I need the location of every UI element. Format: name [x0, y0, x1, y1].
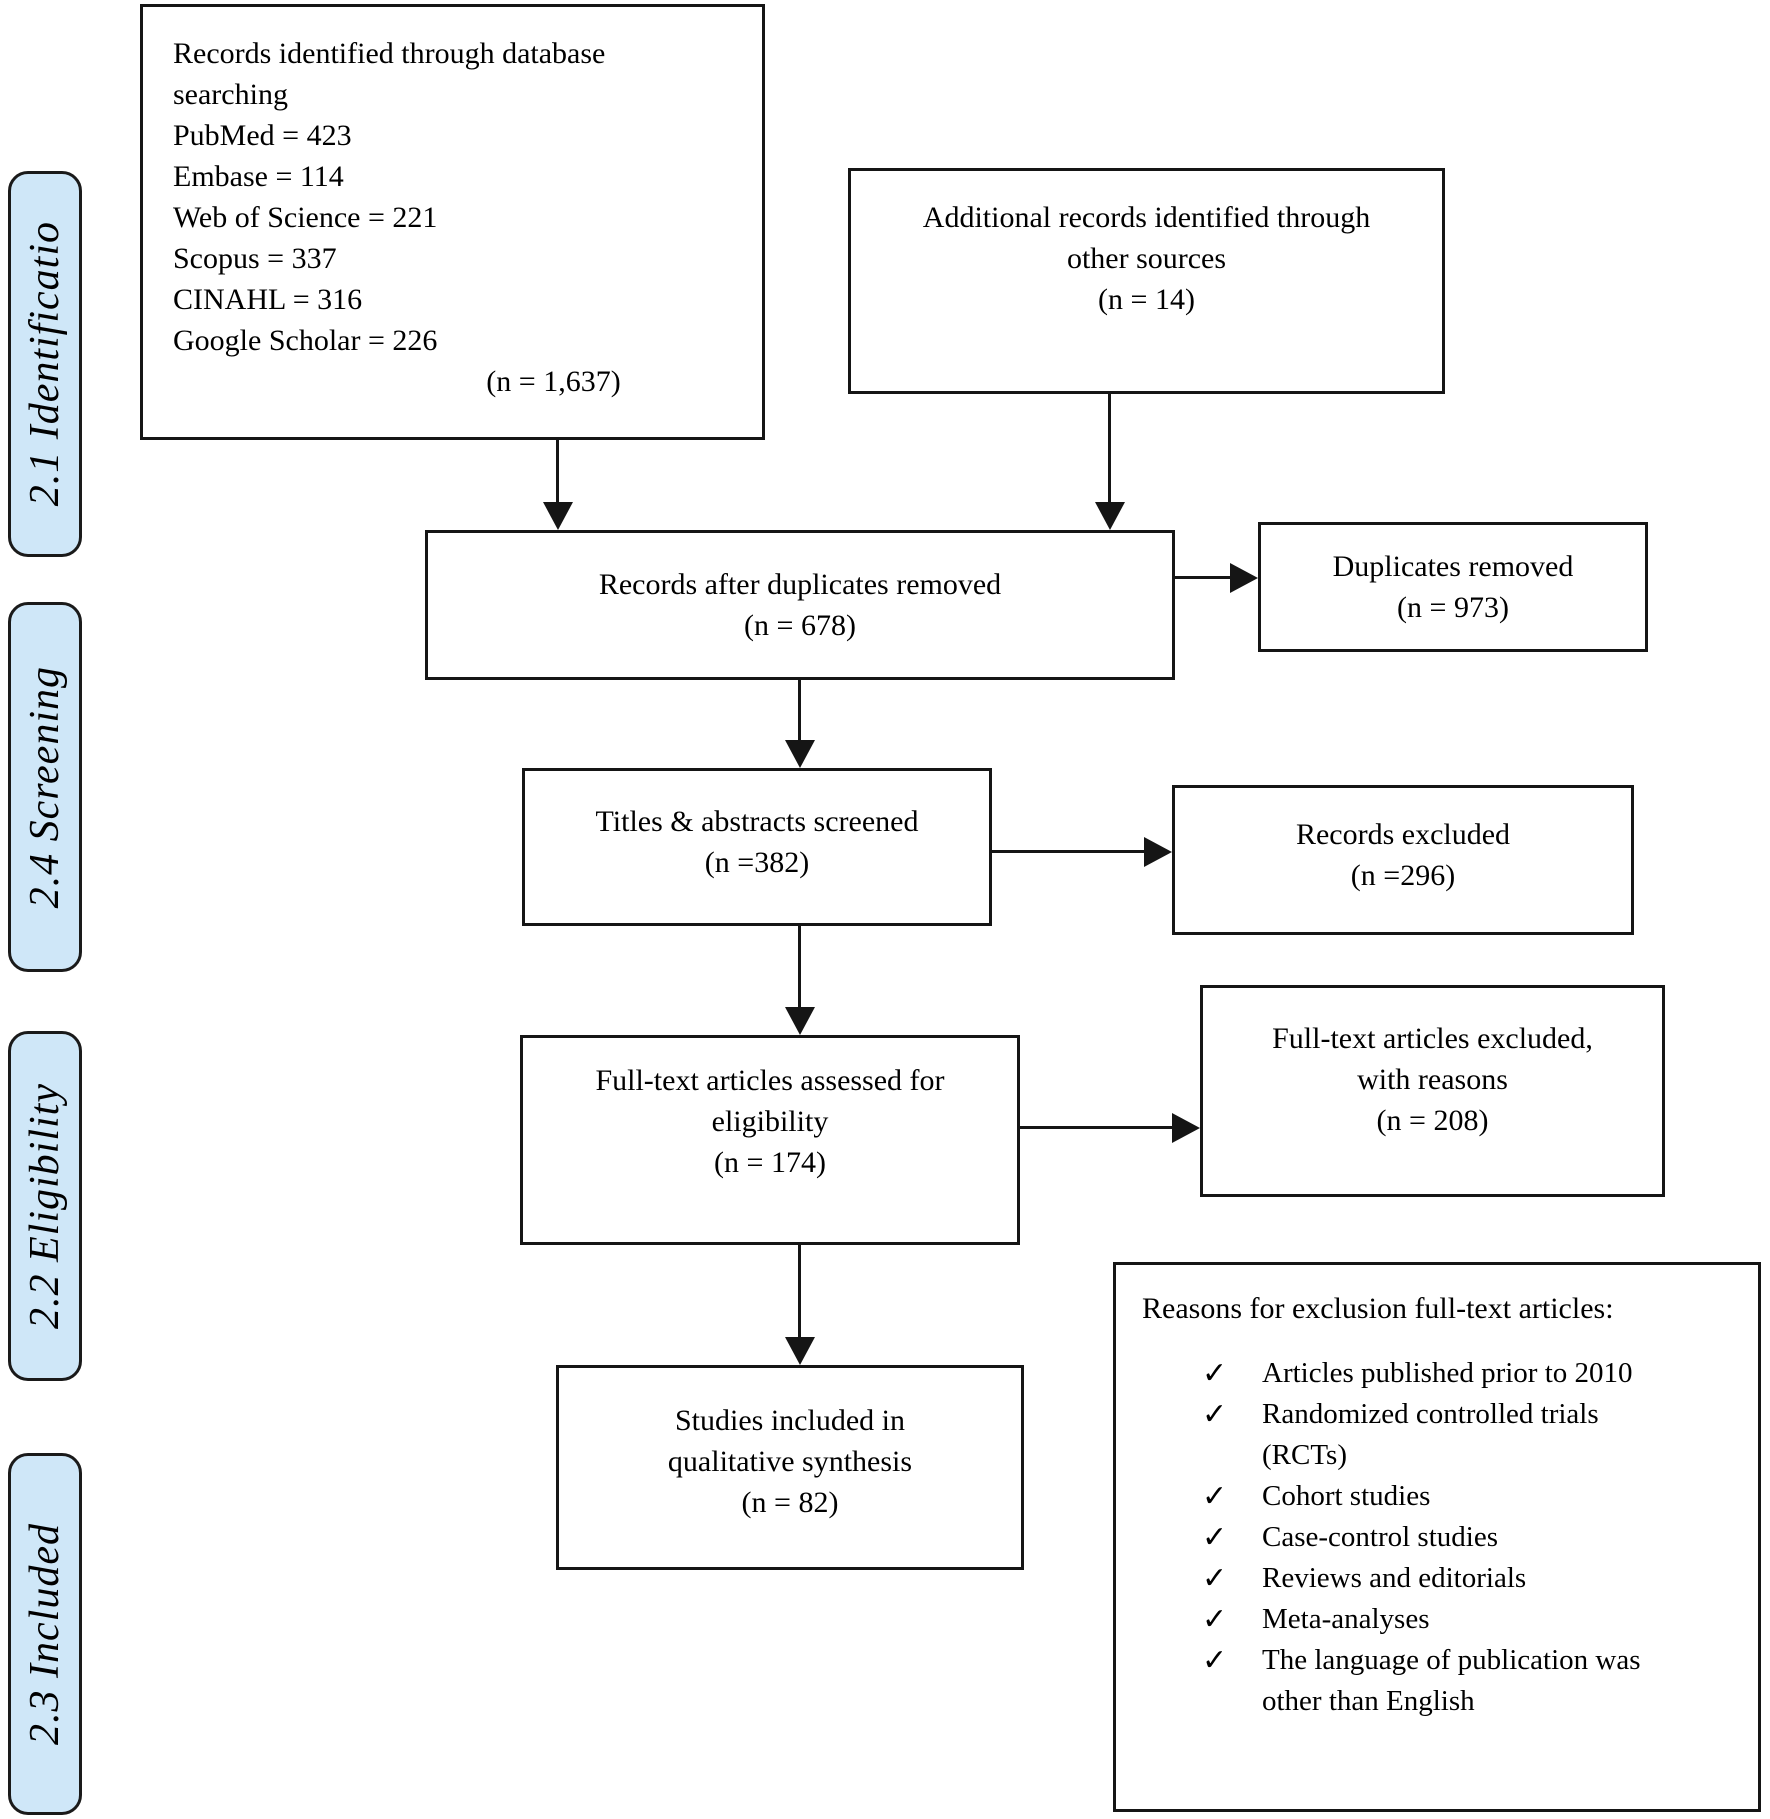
box-exclusion-reasons: Reasons for exclusion full-text articles… [1113, 1262, 1761, 1812]
source-count-cinahl: CINAHL = 316 [173, 283, 363, 316]
list-item: ✓ Case-control studies [1142, 1517, 1738, 1558]
titles-screened-text: Titles & abstracts screened [595, 805, 919, 838]
fulltext-assessed-line2: eligibility [711, 1105, 829, 1138]
check-icon: ✓ [1202, 1561, 1228, 1596]
check-icon: ✓ [1202, 1643, 1228, 1678]
source-count-web-of-science: Web of Science = 221 [173, 201, 438, 234]
reason-rct-line1: Randomized controlled trials [1262, 1398, 1599, 1430]
additional-records-count: (n = 14) [1098, 283, 1195, 316]
source-count-embase: Embase = 114 [173, 160, 344, 193]
exclusion-reasons-title: Reasons for exclusion full-text articles… [1142, 1292, 1614, 1325]
box-titles-screened: Titles & abstracts screened (n =382) [522, 768, 992, 926]
arrow-right-icon [1172, 1113, 1200, 1143]
arrow-down-icon [785, 1337, 815, 1365]
fulltext-excluded-count: (n = 208) [1376, 1104, 1489, 1137]
arrow-down-icon [785, 1007, 815, 1035]
fulltext-excluded-line1: Full-text articles excluded, [1272, 1022, 1593, 1055]
check-icon: ✓ [1202, 1520, 1228, 1555]
arrow-dedupe-to-screened-line [798, 680, 801, 740]
arrow-identified-to-dedupe-line [556, 440, 559, 502]
stage-label-screening: 2.4 Screening [8, 602, 82, 972]
arrow-screened-to-excluded-line [992, 850, 1144, 853]
arrow-additional-to-dedupe-line [1108, 394, 1111, 502]
list-item: ✓ Meta-analyses [1142, 1599, 1738, 1640]
duplicates-removed-count: (n = 973) [1397, 591, 1509, 624]
arrow-dedupe-to-duplicates-line [1175, 576, 1231, 579]
arrow-fulltext-to-included-line [798, 1245, 801, 1337]
source-count-google-scholar: Google Scholar = 226 [173, 324, 438, 357]
duplicates-removed-text: Duplicates removed [1332, 550, 1574, 583]
reason-language-line1: The language of publication was [1262, 1644, 1641, 1676]
list-item: ✓ The language of publication was other … [1142, 1640, 1738, 1722]
box-fulltext-excluded: Full-text articles excluded, with reason… [1200, 985, 1665, 1197]
records-identified-title-line2: searching [173, 78, 288, 111]
stage-label-identification: 2.1 Identificatio [8, 171, 82, 557]
arrow-screened-to-fulltext-line [798, 926, 801, 1007]
list-item: ✓ Cohort studies [1142, 1476, 1738, 1517]
stage-label-screening-text: 2.4 Screening [22, 665, 68, 909]
box-records-excluded: Records excluded (n =296) [1172, 785, 1634, 935]
titles-screened-count: (n =382) [704, 846, 810, 879]
box-duplicates-removed: Duplicates removed (n = 973) [1258, 522, 1648, 652]
reason-meta-analyses: Meta-analyses [1262, 1603, 1430, 1635]
source-count-scopus: Scopus = 337 [173, 242, 337, 275]
fulltext-assessed-count: (n = 174) [714, 1146, 826, 1179]
stage-label-eligibility-text: 2.2 Eligibility [22, 1083, 68, 1329]
studies-included-line1: Studies included in [675, 1404, 905, 1437]
fulltext-assessed-line1: Full-text articles assessed for [595, 1064, 945, 1097]
records-identified-title-line1: Records identified through database [173, 37, 606, 70]
fulltext-excluded-line2: with reasons [1357, 1063, 1508, 1096]
additional-records-line2: other sources [1066, 242, 1227, 275]
stage-label-eligibility: 2.2 Eligibility [8, 1031, 82, 1381]
arrow-right-icon [1230, 563, 1258, 593]
box-after-duplicates: Records after duplicates removed (n = 67… [425, 530, 1175, 680]
arrow-fulltext-to-excluded-line [1020, 1126, 1172, 1129]
records-excluded-count: (n =296) [1350, 859, 1456, 892]
reason-rct-line2: (RCTs) [1262, 1439, 1347, 1471]
additional-records-line1: Additional records identified through [922, 201, 1371, 234]
list-item: ✓ Articles published prior to 2010 [1142, 1353, 1738, 1394]
studies-included-count: (n = 82) [741, 1486, 839, 1519]
reason-prior-2010: Articles published prior to 2010 [1262, 1357, 1633, 1389]
box-studies-included: Studies included in qualitative synthesi… [556, 1365, 1024, 1570]
records-identified-total: (n = 1,637) [486, 365, 621, 398]
check-icon: ✓ [1202, 1602, 1228, 1637]
arrow-down-icon [785, 740, 815, 768]
box-fulltext-assessed: Full-text articles assessed for eligibil… [520, 1035, 1020, 1245]
reason-language-line2: other than English [1262, 1685, 1475, 1717]
box-records-identified: Records identified through database sear… [140, 4, 765, 440]
reason-cohort: Cohort studies [1262, 1480, 1431, 1512]
stage-label-included-text: 2.3 Included [22, 1523, 68, 1745]
box-additional-records: Additional records identified through ot… [848, 168, 1445, 394]
list-item: ✓ Randomized controlled trials (RCTs) [1142, 1394, 1738, 1476]
records-excluded-text: Records excluded [1295, 818, 1511, 851]
reason-reviews: Reviews and editorials [1262, 1562, 1527, 1594]
check-icon: ✓ [1202, 1397, 1228, 1432]
check-icon: ✓ [1202, 1356, 1228, 1391]
stage-label-identification-text: 2.1 Identificatio [22, 221, 68, 507]
arrow-down-icon [1095, 502, 1125, 530]
list-item: ✓ Reviews and editorials [1142, 1558, 1738, 1599]
studies-included-line2: qualitative synthesis [667, 1445, 913, 1478]
arrow-right-icon [1144, 837, 1172, 867]
source-count-pubmed: PubMed = 423 [173, 119, 352, 152]
after-duplicates-count: (n = 678) [744, 609, 856, 642]
stage-label-included: 2.3 Included [8, 1453, 82, 1815]
check-icon: ✓ [1202, 1479, 1228, 1514]
exclusion-reasons-list: ✓ Articles published prior to 2010 ✓ Ran… [1142, 1353, 1738, 1722]
after-duplicates-text: Records after duplicates removed [598, 568, 1002, 601]
reason-case-control: Case-control studies [1262, 1521, 1498, 1553]
arrow-down-icon [543, 502, 573, 530]
